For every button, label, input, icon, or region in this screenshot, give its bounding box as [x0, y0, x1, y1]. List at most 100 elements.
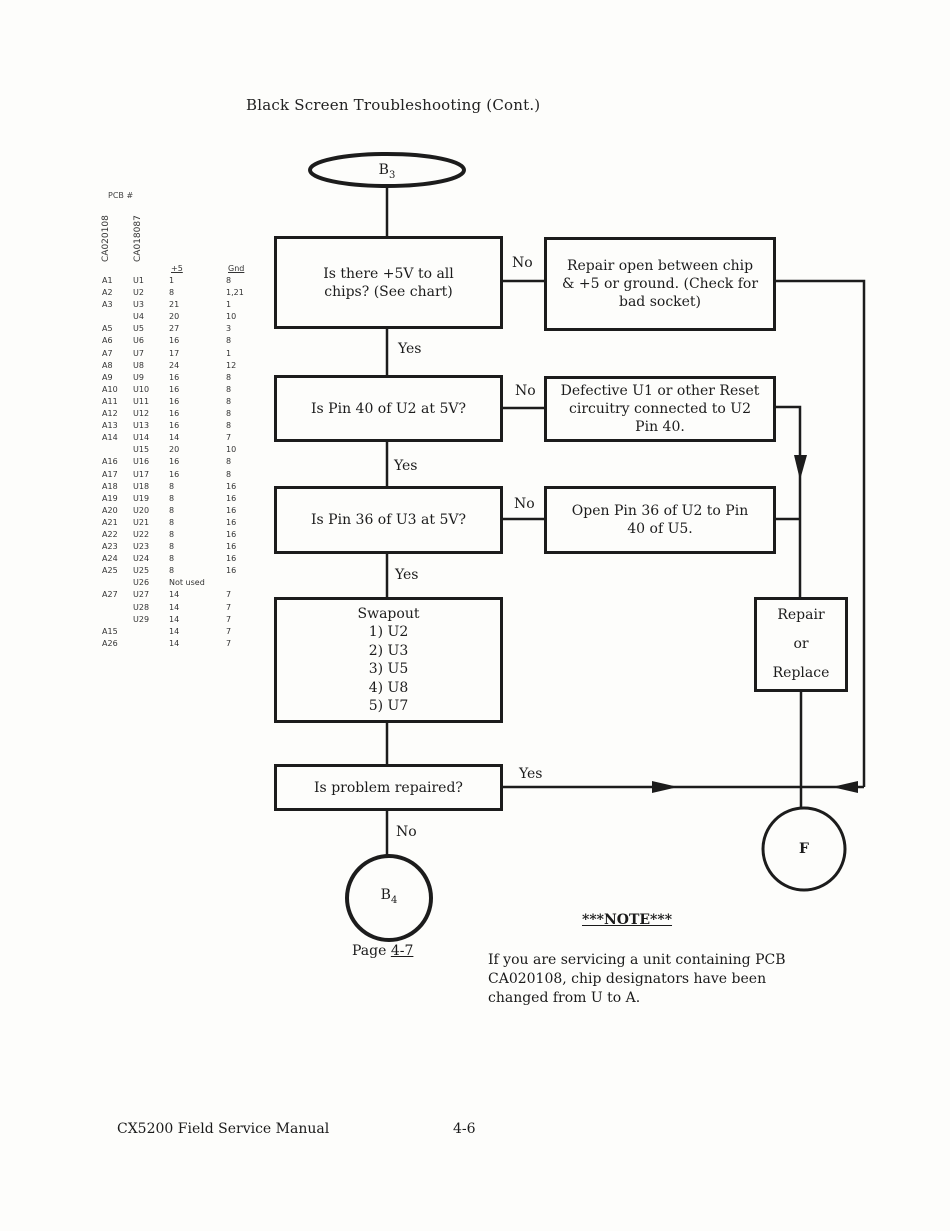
gnd-pin: 7	[226, 433, 232, 443]
gnd-pin: 16	[226, 493, 237, 503]
gnd-pin: 8	[226, 336, 232, 346]
swapout-title: Swapout	[357, 605, 420, 622]
pcb-label: PCB #	[108, 191, 134, 200]
plus5-pin: Not used	[169, 578, 205, 588]
plus5-pin: 8	[169, 505, 175, 515]
no-label-q2: No	[515, 383, 536, 399]
yes-label-q3: Yes	[395, 567, 419, 583]
pcb-u-designator: U19	[133, 493, 150, 503]
page-reference[interactable]: Page 4-7	[352, 943, 413, 959]
pcb-u-designator: U23	[133, 542, 150, 552]
plus5-pin: 14	[169, 590, 180, 600]
pcb-a-designator: A16	[102, 457, 118, 467]
plus5-pin: 8	[169, 529, 175, 539]
pcb-u-designator: U29	[133, 614, 150, 624]
pcb-a-designator: A25	[102, 566, 118, 576]
terminal-letter: B	[380, 887, 391, 903]
plus5-pin: 8	[169, 554, 175, 564]
plus5-pin: 14	[169, 626, 180, 636]
plus5-pin: 16	[169, 372, 180, 382]
plus5-pin: 16	[169, 469, 180, 479]
plus5-pin: 16	[169, 457, 180, 467]
pcb-u-designator: U28	[133, 602, 150, 612]
pcb-a-designator: A9	[102, 372, 113, 382]
gnd-pin: 7	[226, 626, 232, 636]
pcb-u-designator: U15	[133, 445, 150, 455]
plus5-pin: 8	[169, 493, 175, 503]
pcb-u-designator: U4	[133, 312, 144, 322]
question-box-pin40-u2[interactable]: Is Pin 40 of U2 at 5V?	[274, 375, 503, 442]
gnd-pin: 12	[226, 360, 237, 370]
question-box-problem-repaired[interactable]: Is problem repaired?	[274, 764, 503, 811]
gnd-pin: 8	[226, 469, 232, 479]
connector-a2-repair	[774, 405, 802, 598]
pcb-a-designator: A23	[102, 542, 118, 552]
pcb-a-designator: A1	[102, 276, 113, 285]
pcb-u-designator: U27	[133, 590, 150, 600]
arrow-right-icon	[652, 781, 678, 793]
gnd-pin: 16	[226, 481, 237, 491]
plus5-pin: 20	[169, 445, 180, 455]
plus5-pin: 14	[169, 638, 180, 648]
gnd-pin: 8	[226, 421, 232, 431]
or-label: or	[793, 636, 809, 652]
pcb-u-designator: U12	[133, 409, 150, 419]
pcb-u-designator: U18	[133, 481, 150, 491]
gnd-pin: 7	[226, 602, 232, 612]
page-ref-number[interactable]: 4-7	[390, 943, 414, 959]
pcb-a-designator: A14	[102, 433, 118, 443]
pcb-a-designator: A15	[102, 626, 118, 636]
note-heading: ***NOTE***	[582, 912, 673, 928]
pcb-u-designator: U3	[133, 300, 144, 310]
terminal-subscript: 3	[388, 169, 396, 181]
yes-label-q1: Yes	[398, 341, 422, 357]
plus5-pin: 20	[169, 312, 180, 322]
pcb-a-designator: A21	[102, 517, 118, 527]
pcb-a-designator: A22	[102, 529, 118, 539]
footer-page-number: 4-6	[453, 1121, 476, 1137]
gnd-pin: 8	[226, 384, 232, 394]
f-terminal-label[interactable]: F	[799, 841, 809, 857]
yes-label-q4: Yes	[519, 766, 543, 782]
action-box-repair-open[interactable]: Repair open between chip & +5 or ground.…	[544, 237, 776, 331]
gnd-pin: 8	[226, 276, 232, 285]
swapout-item: 2) U3	[368, 642, 409, 659]
plus5-pin: 16	[169, 384, 180, 394]
action-box-defective-u1[interactable]: Defective U1 or other Reset circuitry co…	[544, 376, 776, 442]
pcb-u-designator: U5	[133, 324, 144, 334]
plus5-pin: 16	[169, 336, 180, 346]
pcb-a-designator: A12	[102, 409, 118, 419]
gnd-pin: 1	[226, 300, 232, 310]
action-box-open-pin36[interactable]: Open Pin 36 of U2 to Pin 40 of U5.	[544, 486, 776, 554]
repair-or-replace-box[interactable]: Repair or Replace	[754, 597, 848, 692]
pcb-u-designator: U17	[133, 469, 150, 479]
pcb-u-designator: U1	[133, 276, 144, 285]
swapout-box[interactable]: Swapout 1) U2 2) U3 3) U5 4) U8 5) U7	[274, 597, 503, 723]
plus5-pin: 27	[169, 324, 180, 334]
replace-label: Replace	[772, 665, 830, 681]
no-label-q4: No	[396, 824, 417, 840]
plus5-pin: 14	[169, 433, 180, 443]
gnd-pin: 8	[226, 457, 232, 467]
plus5-pin: 8	[169, 481, 175, 491]
gnd-pin: 16	[226, 554, 237, 564]
pcb-u-designator: U13	[133, 421, 150, 431]
pcb-a-designator: A5	[102, 324, 113, 334]
gnd-pin: 10	[226, 445, 237, 455]
no-label-q1: No	[512, 255, 533, 271]
plus5-pin: 14	[169, 602, 180, 612]
gnd-column-header: Gnd	[228, 264, 245, 273]
terminal-letter: B	[378, 162, 389, 178]
pcb-a-designator: A20	[102, 505, 118, 515]
pcb-a-designator: A3	[102, 300, 113, 310]
swapout-item: 3) U5	[368, 661, 409, 677]
gnd-pin: 7	[226, 614, 232, 624]
pcb-a-designator: A2	[102, 288, 113, 298]
terminal-subscript: 4	[390, 894, 398, 906]
question-box-5v-chips[interactable]: Is there +5V to all chips? (See chart)	[274, 236, 503, 329]
pcb-a-designator: A19	[102, 493, 118, 503]
question-box-pin36-u3[interactable]: Is Pin 36 of U3 at 5V?	[274, 486, 503, 554]
pcb-u-designator: U2	[133, 288, 144, 298]
